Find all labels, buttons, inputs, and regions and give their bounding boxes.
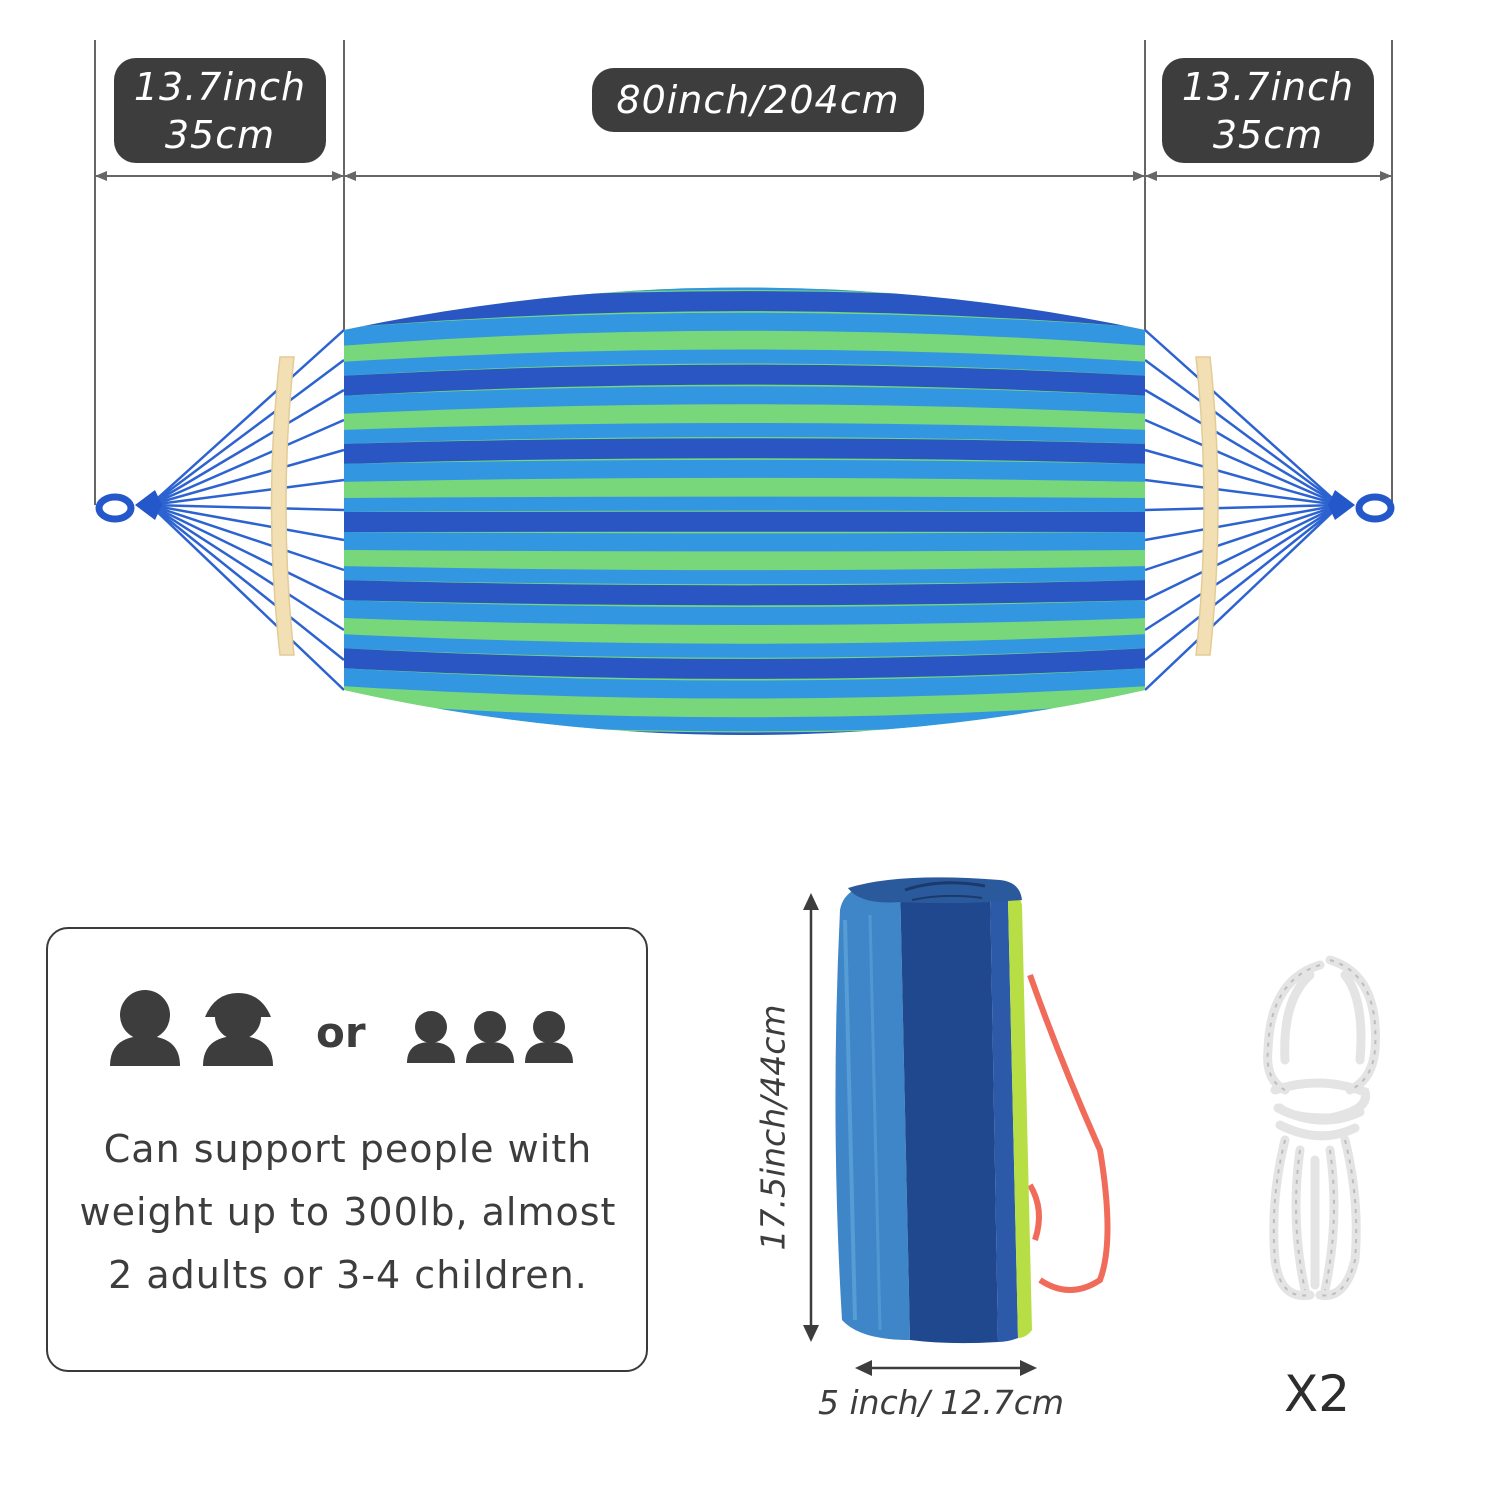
hammock-stripe (344, 459, 1145, 482)
hammock-stripe (344, 312, 1145, 346)
hammock-stripe (344, 511, 1145, 532)
hammock-stripe (344, 386, 1145, 414)
hammock-stripe (344, 716, 1145, 735)
or-word: or (316, 1008, 366, 1057)
child-person-icon (525, 1011, 573, 1063)
bag-height-label: 17.5inch/44cm (753, 1004, 793, 1251)
hammock-stripe (344, 648, 1145, 679)
right-suspension-cords (1144, 329, 1341, 691)
hammock-stripe (344, 438, 1145, 464)
hammock-stripe (344, 423, 1145, 444)
left-spreader-bar (270, 356, 295, 656)
hammock-stripe (344, 566, 1145, 585)
hammock-stripe (344, 349, 1145, 376)
child-person-icon (466, 1011, 514, 1063)
bed-length-dimension-label: 80inch/204cm (592, 68, 924, 132)
hammock-stripe (344, 479, 1145, 498)
left-suspension-cords (149, 329, 345, 691)
adult-person-hat-icon (203, 993, 273, 1066)
hammock-stripe (344, 600, 1145, 625)
left-knot (135, 490, 162, 520)
hammock-stripe (344, 332, 1145, 362)
left-spreader-cm: 35cm (164, 112, 276, 157)
hammock-stripe (344, 496, 1145, 512)
hammock-stripe (344, 634, 1145, 658)
rope-quantity-label: X2 (1284, 1365, 1351, 1423)
hammock-stripe (344, 532, 1145, 552)
adult-person-icon (110, 990, 180, 1066)
left-hanging-ring (95, 493, 135, 523)
right-knot (1328, 490, 1355, 520)
capacity-line-3: 2 adults or 3-4 children. (108, 1253, 588, 1297)
hammock-stripe (344, 364, 1145, 396)
right-hanging-ring (1355, 493, 1395, 523)
hammock-stripe (344, 580, 1145, 606)
right-spreader-cm: 35cm (1212, 112, 1324, 157)
capacity-line-2: weight up to 300lb, almost (79, 1190, 617, 1234)
hammock-stripe (344, 291, 1145, 328)
bag-height-arrow (803, 893, 819, 1342)
capacity-line-1: Can support people with (103, 1127, 593, 1171)
hammock-bed (344, 287, 1145, 735)
hammock-stripe (344, 405, 1145, 430)
hammock-stripe (344, 668, 1145, 699)
left-spreader-dimension-label: 13.7inch 35cm (114, 58, 326, 163)
left-spreader-inch: 13.7inch (133, 64, 307, 109)
capacity-info-box (46, 927, 648, 1372)
child-person-icon (407, 1011, 455, 1063)
hammock-stripe (344, 550, 1145, 569)
right-spreader-inch: 13.7inch (1181, 64, 1355, 109)
rope-coil-shadow (1266, 959, 1377, 1297)
right-spreader-dimension-label: 13.7inch 35cm (1162, 58, 1374, 163)
rope-coil-icon (1263, 955, 1380, 1301)
hammock-stripe (344, 686, 1145, 716)
bag-width-label: 5 inch/ 12.7cm (818, 1383, 1065, 1422)
capacity-description: Can support people with weight up to 300… (50, 1118, 646, 1307)
bag-width-arrow (855, 1360, 1037, 1376)
hammock-stripe (344, 618, 1145, 643)
right-spreader-bar (1195, 356, 1219, 656)
storage-bag (835, 877, 1111, 1344)
bed-length-text: 80inch/204cm (616, 78, 900, 122)
